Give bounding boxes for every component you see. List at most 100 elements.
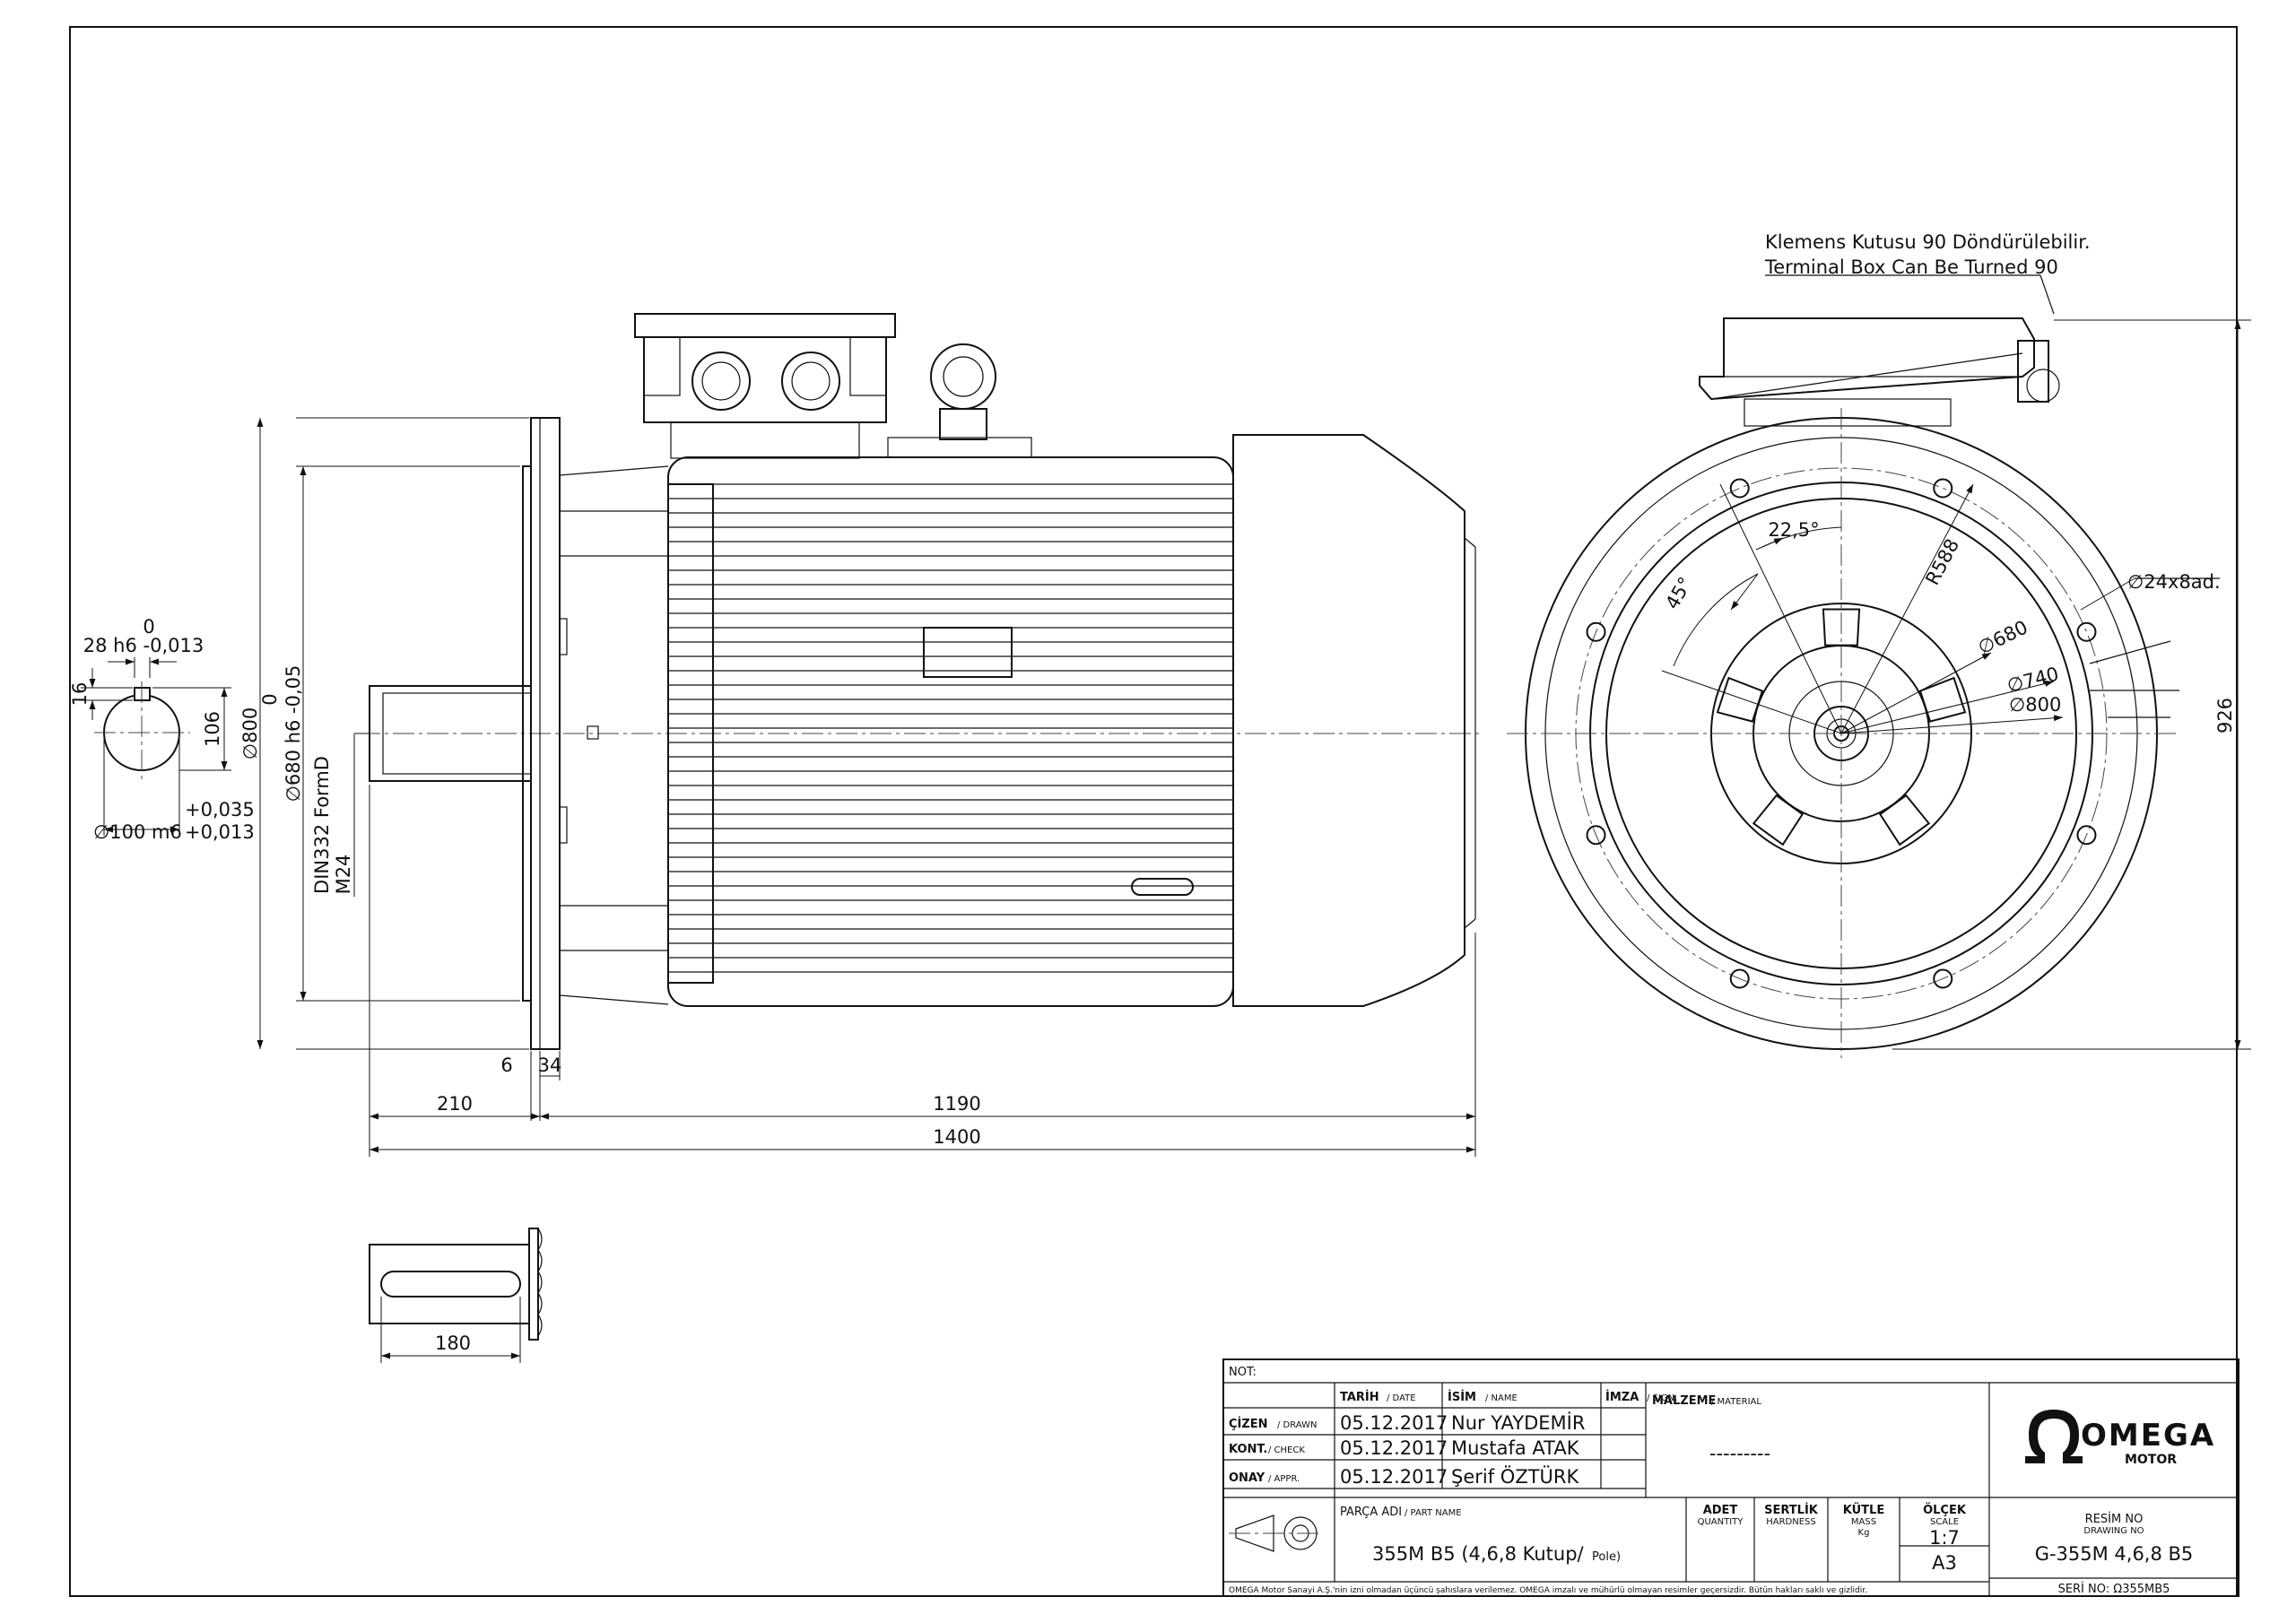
bolt-hole [1729, 478, 1750, 499]
shaft-dia-label: ∅100 m6 [93, 821, 182, 843]
row-check-label: KONT. [1229, 1443, 1267, 1456]
bolt-hole [1933, 478, 1953, 499]
shaft-section: 0 28 h6 -0,013 16 106 +0,035 +0,013 ∅100… [69, 616, 255, 843]
header-date: TARİH [1340, 1390, 1379, 1404]
title-block: NOT: TARİH / DATE İSİM / NAME İMZA / SIG… [1222, 1358, 2239, 1597]
d740-label: ∅740 [2005, 663, 2060, 696]
tol-plus2-label: +0,013 [185, 821, 255, 843]
cooling-fins [668, 483, 1233, 973]
bolt-hole [2076, 621, 2097, 642]
dim-180-label: 180 [435, 1332, 471, 1354]
motor-body [667, 456, 1234, 1007]
paper-size: A3 [1932, 1552, 1957, 1574]
dim-1400-label: 1400 [933, 1126, 980, 1148]
qty-label-en: QUANTITY [1698, 1517, 1744, 1527]
side-view: ∅800 0 ∅680 h6 -0,05 DIN332 FormD M24 6 … [239, 313, 1480, 1157]
hardness-label: SERTLİK [1764, 1503, 1819, 1517]
row-check-label-en: / CHECK [1268, 1445, 1305, 1455]
header-sign-en: / SIGN. [1647, 1393, 1677, 1403]
fan-spoke [1822, 608, 1861, 647]
part-label-en: / PART NAME [1405, 1508, 1462, 1518]
thread-std-label: DIN332 FormD [311, 756, 333, 894]
bolt-hole [1729, 968, 1750, 989]
logo-main: OMEGA [2081, 1418, 2215, 1454]
part-name: 355M B5 (4,6,8 Kutup/ [1372, 1543, 1585, 1565]
qty-label: ADET [1703, 1504, 1738, 1517]
first-angle-projection-icon [1229, 1515, 1323, 1552]
bolt-holes [1586, 478, 2097, 989]
thread-label: M24 [333, 855, 354, 895]
dim-34-label: 34 [538, 1055, 562, 1076]
bolt-hole [2076, 825, 2097, 846]
mass-unit: Kg [1858, 1528, 1870, 1538]
row-appr-label: ONAY [1229, 1471, 1265, 1485]
end-view: Klemens Kutusu 90 Döndürülebilir. Termin… [1507, 231, 2251, 1058]
terminal-box-top [1699, 317, 2035, 401]
d680-label: ∅680 [1975, 616, 2031, 658]
bolt-hole [1586, 825, 1606, 846]
key-width-label: 28 h6 -0,013 [83, 635, 204, 656]
omega-logo-icon: OMEGA MOTOR [2025, 1410, 2215, 1467]
spigot-dia-label: ∅680 h6 -0,05 [283, 665, 304, 803]
lifting-eye-icon [930, 343, 996, 410]
row-drawn-name: Nur YAYDEMİR [1451, 1411, 1585, 1434]
scale-label: ÖLÇEK [1923, 1503, 1967, 1517]
key-height-label: 16 [69, 682, 91, 707]
dim-210-label: 210 [437, 1093, 473, 1115]
scale-value: 1:7 [1929, 1527, 1960, 1549]
material-label-en: / MATERIAL [1711, 1397, 1761, 1407]
fan-spoke [1918, 676, 1967, 723]
row-drawn-date: 05.12.2017 [1340, 1412, 1448, 1434]
not-label: NOT: [1229, 1366, 1257, 1379]
fan-spoke [1878, 794, 1931, 846]
key-tol-upper: 0 [143, 616, 154, 638]
holes-label: ∅24x8ad. [2127, 571, 2221, 593]
fan-spoke [1716, 676, 1764, 723]
dim-106-label: 106 [202, 711, 223, 747]
part-label: PARÇA ADI [1340, 1506, 1402, 1519]
fan-spokes [1716, 608, 1967, 846]
row-drawn-label-en: / DRAWN [1277, 1420, 1317, 1430]
drawing-no-label: RESİM NO [2085, 1512, 2144, 1526]
row-drawn-label: ÇİZEN [1229, 1417, 1268, 1431]
angle-22-label: 22,5° [1768, 519, 1819, 541]
header-name: İSİM [1448, 1390, 1476, 1404]
tol-plus1-label: +0,035 [185, 799, 255, 820]
radius-label: R588 [1921, 535, 1963, 589]
fan-spoke [1752, 794, 1805, 846]
mass-label-en: MASS [1851, 1517, 1876, 1527]
drawing-no: G-355M 4,6,8 B5 [2035, 1543, 2194, 1565]
scale-label-en: SCALE [1930, 1517, 1959, 1527]
tol-zero-label: 0 [259, 693, 281, 705]
fan-cover [1232, 434, 1465, 1007]
header-sign: İMZA [1605, 1390, 1639, 1404]
part-name-pole: Pole) [1592, 1550, 1621, 1564]
note-line1: Klemens Kutusu 90 Döndürülebilir. [1765, 231, 2091, 253]
angle-45-label: 45° [1661, 573, 1696, 612]
row-appr-label-en: / APPR. [1268, 1474, 1300, 1484]
dim-1190-label: 1190 [933, 1093, 980, 1115]
row-check-name: Mustafa ATAK [1451, 1437, 1580, 1459]
terminal-box [634, 313, 896, 338]
mass-label: KÜTLE [1843, 1503, 1884, 1517]
material-label: MALZEME [1652, 1394, 1716, 1408]
serial-no: SERİ NO: Ω355MB5 [2058, 1582, 2170, 1596]
logo-sub: MOTOR [2125, 1453, 2177, 1467]
note-line2: Terminal Box Can Be Turned 90 [1764, 256, 2058, 278]
flange-dia-label: ∅800 [239, 707, 261, 759]
row-appr-name: Şerif ÖZTÜRK [1451, 1465, 1579, 1488]
hardness-label-en: HARDNESS [1766, 1517, 1816, 1527]
key-detail: 180 [369, 1228, 543, 1363]
row-check-date: 05.12.2017 [1340, 1437, 1448, 1459]
material-value: --------- [1709, 1443, 1770, 1464]
header-date-en: / DATE [1387, 1393, 1416, 1403]
bolt-hole [1586, 621, 1606, 642]
drawing-no-label-en: DRAWING NO [2083, 1526, 2144, 1536]
bolt-hole [1933, 968, 1953, 989]
height-label: 926 [2214, 698, 2236, 733]
d800-label: ∅800 [2009, 694, 2061, 716]
footer-note: OMEGA Motor Sanayi A.Ş.'nin izni olmadan… [1229, 1586, 1867, 1595]
dim-6-label: 6 [500, 1055, 512, 1076]
row-appr-date: 05.12.2017 [1340, 1466, 1448, 1488]
